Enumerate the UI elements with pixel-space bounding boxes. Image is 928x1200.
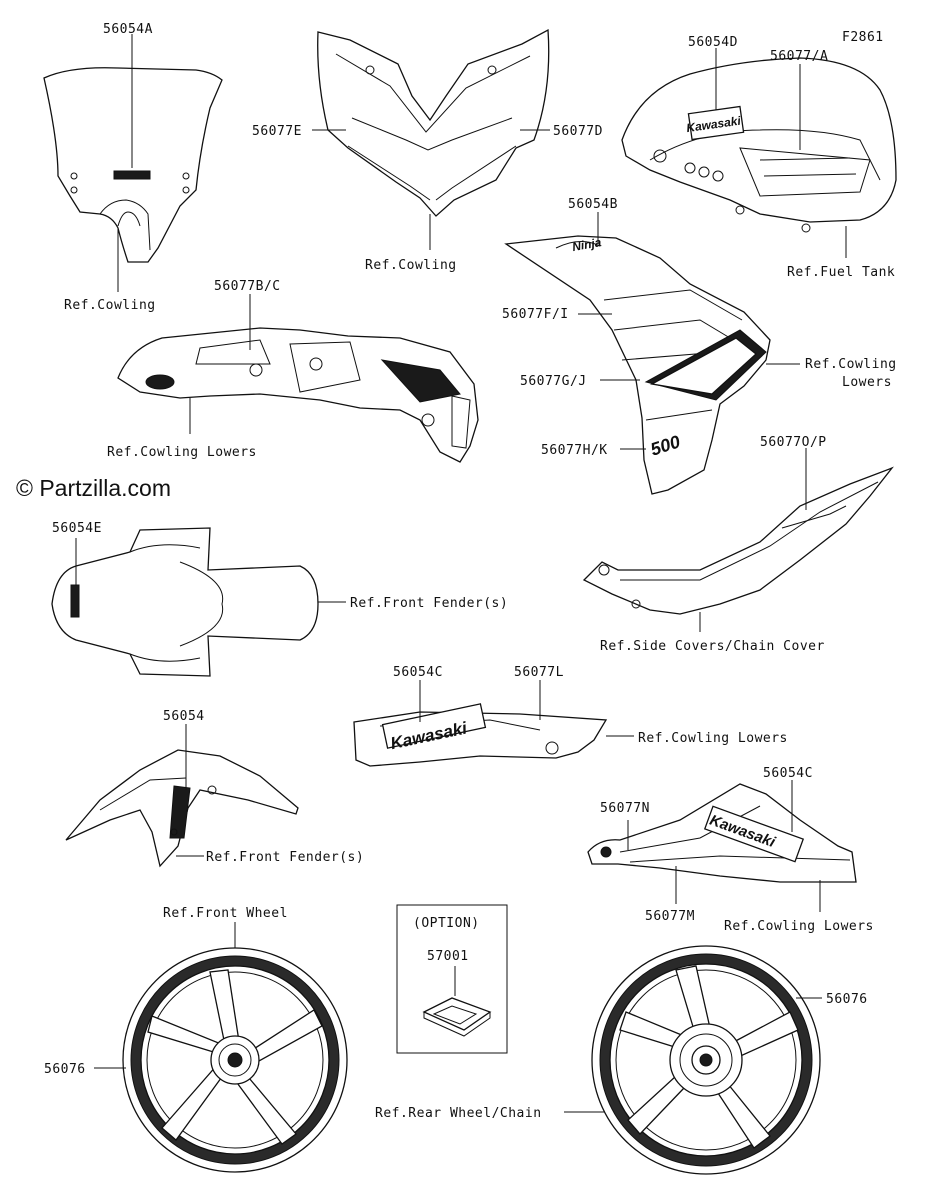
- ref-fuel-tank: Ref.Fuel Tank: [787, 265, 895, 280]
- ref-front-wheel: Ref.Front Wheel: [163, 906, 288, 921]
- ref-cowling-1: Ref.Cowling: [64, 298, 156, 313]
- option-title: (OPTION): [413, 916, 480, 931]
- front-wheel-part[interactable]: [94, 922, 348, 1173]
- option-box: (OPTION) 57001: [396, 904, 508, 1054]
- label-56077GJ[interactable]: 56077G/J: [520, 374, 587, 389]
- label-56054C-a[interactable]: 56054C: [393, 665, 443, 680]
- upper-cowl-part[interactable]: [312, 28, 550, 250]
- lower-cowl-right-part[interactable]: Kawasaki: [587, 780, 857, 912]
- label-56077HK[interactable]: 56077H/K: [541, 443, 608, 458]
- label-56054D[interactable]: 56054D: [688, 35, 738, 50]
- ref-cowling-lowers-2a: Ref.Cowling: [805, 357, 897, 372]
- label-56077E[interactable]: 56077E: [252, 124, 302, 139]
- seat-cowl-part[interactable]: [582, 448, 894, 632]
- side-fairing-part[interactable]: Ninja 500: [504, 212, 800, 495]
- figure-code: F2861: [842, 30, 884, 45]
- label-56076-a[interactable]: 56076: [44, 1062, 86, 1077]
- lower-cowl-left-part[interactable]: Kawasaki: [353, 680, 634, 767]
- fuel-tank-part[interactable]: Kawasaki: [621, 48, 897, 258]
- svg-text:Ninja: Ninja: [571, 235, 603, 254]
- ref-front-fender-2: Ref.Front Fender(s): [206, 850, 364, 865]
- front-fender-side-part[interactable]: [65, 724, 299, 868]
- ref-rear-wheel: Ref.Rear Wheel/Chain: [375, 1106, 542, 1121]
- option-part-57001[interactable]: [422, 997, 492, 1037]
- ref-cowling-lowers-4: Ref.Cowling Lowers: [724, 919, 874, 934]
- label-56077N[interactable]: 56077N: [600, 801, 650, 816]
- watermark: © Partzilla.com: [16, 475, 171, 501]
- label-56054B[interactable]: 56054B: [568, 197, 618, 212]
- label-56054A[interactable]: 56054A: [103, 22, 153, 37]
- windshield-part[interactable]: [43, 34, 223, 292]
- label-56077M[interactable]: 56077M: [645, 909, 695, 924]
- label-56076-b[interactable]: 56076: [826, 992, 868, 1007]
- ref-front-fender-1: Ref.Front Fender(s): [350, 596, 508, 611]
- label-56077BC[interactable]: 56077B/C: [214, 279, 281, 294]
- rear-wheel-part[interactable]: [564, 945, 822, 1175]
- middle-cowl-part[interactable]: [117, 294, 479, 463]
- ref-side-covers: Ref.Side Covers/Chain Cover: [600, 639, 825, 654]
- ref-cowling-lowers-2b: Lowers: [842, 375, 892, 390]
- label-56077OP[interactable]: 56077O/P: [760, 435, 827, 450]
- label-56054[interactable]: 56054: [163, 709, 205, 724]
- ref-cowling-lowers-1: Ref.Cowling Lowers: [107, 445, 257, 460]
- label-56077A[interactable]: 56077/A: [770, 49, 828, 64]
- label-56054C-b[interactable]: 56054C: [763, 766, 813, 781]
- label-56077L[interactable]: 56077L: [514, 665, 564, 680]
- label-56054E[interactable]: 56054E: [52, 521, 102, 536]
- label-57001[interactable]: 57001: [427, 949, 469, 964]
- label-56077FI[interactable]: 56077F/I: [502, 307, 569, 322]
- ref-cowling-lowers-3: Ref.Cowling Lowers: [638, 731, 788, 746]
- ref-cowling-2: Ref.Cowling: [365, 258, 457, 273]
- label-56077D[interactable]: 56077D: [553, 124, 603, 139]
- front-fender-top-part[interactable]: [51, 527, 346, 677]
